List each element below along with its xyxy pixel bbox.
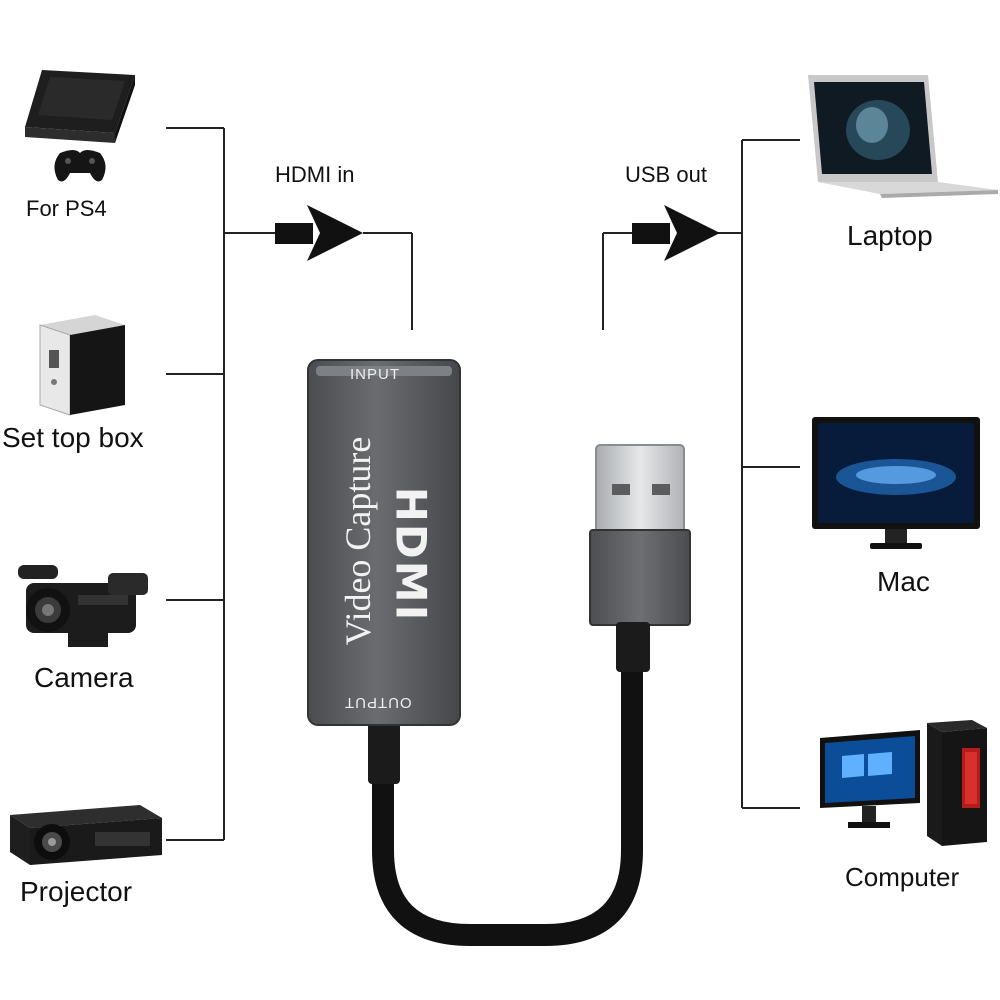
monitor-icon [812, 417, 980, 549]
input-bracket-lines [166, 127, 413, 841]
set-top-box-icon [39, 315, 125, 416]
dongle-output-label: OUTPUT [344, 694, 412, 711]
dongle-input-label: INPUT [350, 366, 400, 383]
laptop-icon [808, 75, 998, 198]
hdmi-in-arrow-icon [275, 205, 363, 261]
usb-out-arrow-icon [632, 205, 720, 261]
device-label-laptop: Laptop [847, 220, 933, 251]
device-label-camera: Camera [34, 662, 134, 693]
ps4-console-icon [25, 70, 135, 182]
dongle-product-text: Video Capture [338, 436, 378, 646]
device-label-mac: Mac [877, 566, 930, 597]
device-label-computer: Computer [845, 862, 960, 892]
projector-icon [10, 805, 162, 865]
device-label-projector: Projector [20, 876, 133, 907]
usb-out-label: USB out [625, 162, 707, 187]
hdmi-in-label: HDMI in [275, 162, 355, 187]
video-camera-icon [18, 565, 148, 647]
output-bracket-lines [602, 139, 800, 809]
device-label-set-top-box: Set top box [2, 422, 144, 453]
hdmi-capture-dongle-icon [307, 359, 643, 946]
desktop-computer-icon [820, 720, 987, 846]
dongle-hdmi-logo: HDMI [386, 486, 436, 623]
usb-a-connector-icon [589, 444, 691, 672]
device-label-ps4: For PS4 [26, 196, 107, 221]
